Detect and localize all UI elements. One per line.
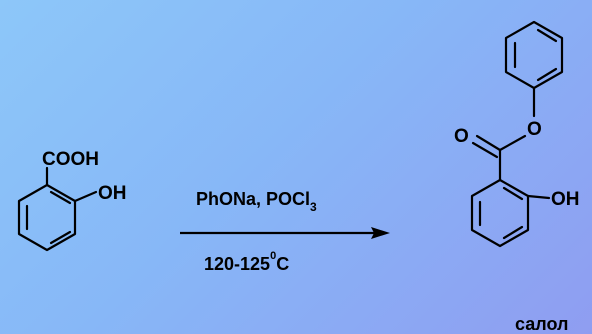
- product-salicyl-ring: [470, 178, 530, 248]
- product-oh-label: OH: [551, 189, 580, 210]
- reactant-oh-label: OH: [98, 183, 127, 204]
- temperature-degree: 0: [270, 250, 276, 262]
- temperature-unit: C: [276, 254, 289, 274]
- reaction-arrow: [180, 227, 390, 239]
- temperature-range: 120-125: [204, 254, 270, 274]
- reagents-main: PhONa, POCl: [196, 189, 310, 209]
- product-oh-bond: [526, 194, 551, 200]
- product-ester-o-carbonyl-bond: [498, 134, 527, 152]
- product-ester-o-label: O: [527, 119, 542, 140]
- product-phenyl-ring: [504, 20, 564, 90]
- reactant-oh-bond: [73, 190, 98, 203]
- reagents-label: PhONa, POCl3: [196, 189, 317, 214]
- product-name: салол: [515, 314, 568, 334]
- reactant-benzene-ring: [17, 183, 77, 252]
- temperature-label: 120-1250C: [204, 250, 289, 274]
- reactant-cooh-label: COOH: [42, 149, 99, 170]
- product-carbonyl-o-label: O: [454, 126, 469, 147]
- product-carbonyl-double-bond: [471, 134, 502, 159]
- reagents-subscript: 3: [310, 200, 317, 214]
